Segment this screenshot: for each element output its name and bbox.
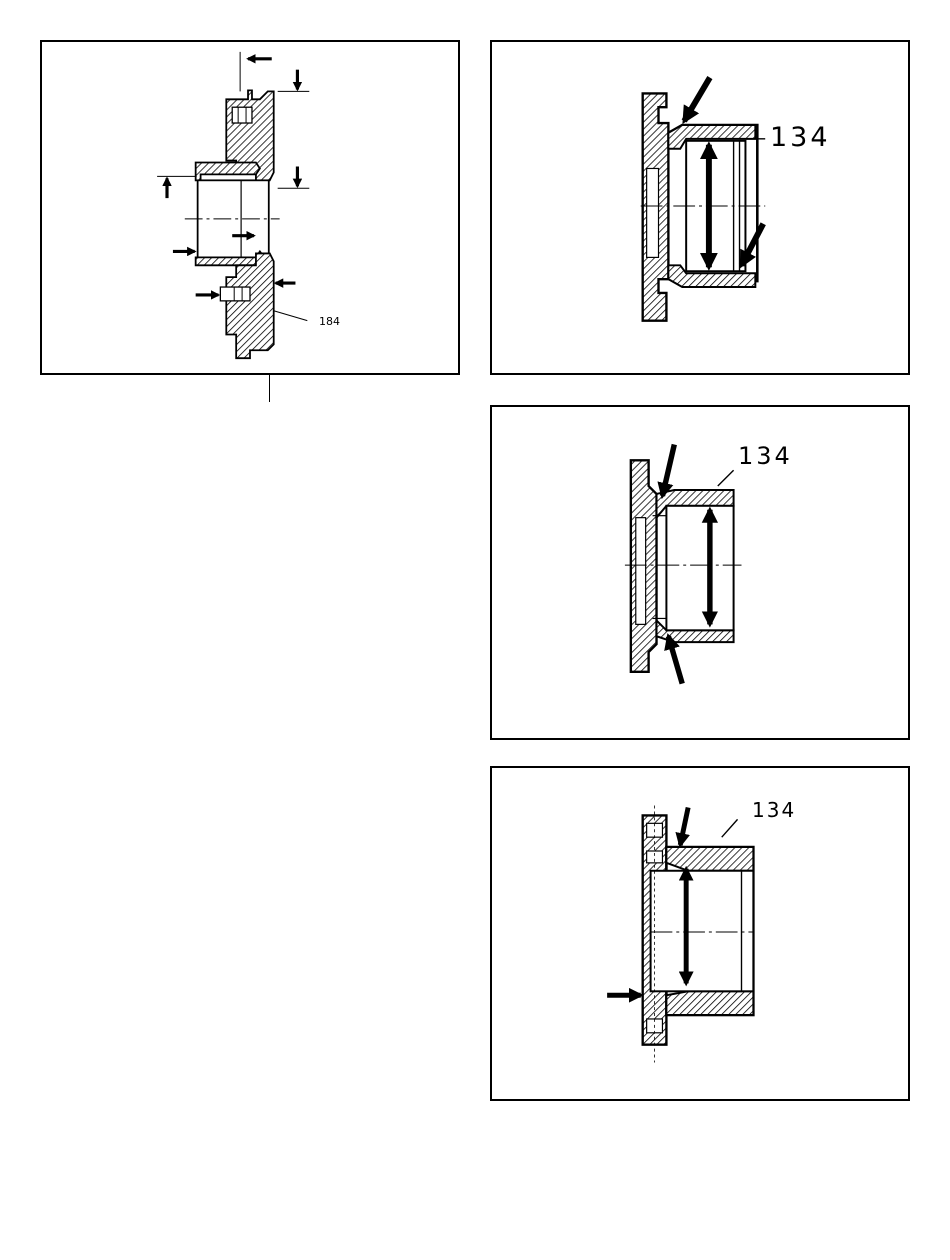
figure-panel-1: 184 bbox=[40, 40, 460, 375]
cross-section-drawing-134-top bbox=[492, 42, 908, 373]
cross-section-drawing-134-middle bbox=[492, 407, 908, 738]
part-callout-184: 184 bbox=[319, 315, 340, 328]
part-callout-134: 134 bbox=[738, 442, 793, 470]
figure-1-leader-line bbox=[269, 375, 270, 402]
figure-panel-4: 134 bbox=[490, 766, 910, 1101]
cross-section-drawing-134-bottom bbox=[492, 768, 908, 1099]
part-callout-134: 134 bbox=[770, 122, 831, 153]
figure-panel-3: 134 bbox=[490, 405, 910, 740]
cross-section-drawing-184 bbox=[42, 42, 458, 373]
part-callout-134: 134 bbox=[752, 798, 796, 822]
figure-panel-2: 134 bbox=[490, 40, 910, 375]
